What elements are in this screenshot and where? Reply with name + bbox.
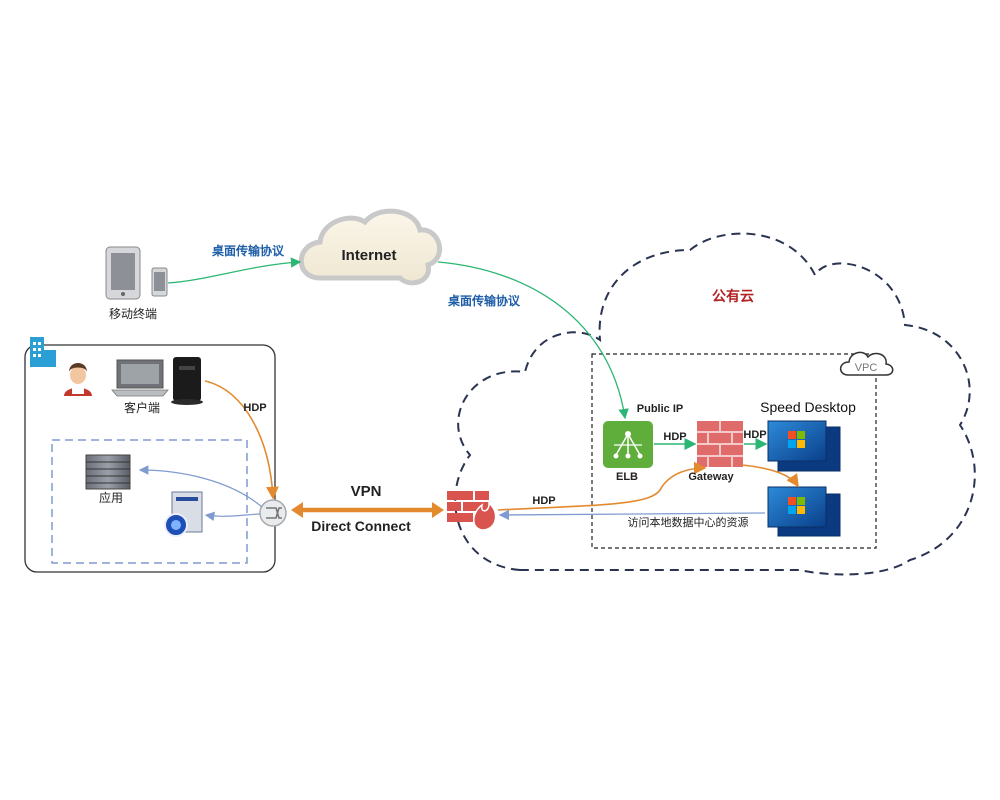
link-internet-elb <box>437 261 629 420</box>
vpc-boundary <box>591 353 877 549</box>
link-switch-appserver <box>204 511 261 522</box>
hdp-gateway-label: HDP <box>743 429 766 441</box>
desktop-monitor-bottom-icon <box>767 486 841 537</box>
phone-icon <box>151 267 168 297</box>
link-firewall-gateway <box>497 461 707 511</box>
application-label: 应用 <box>99 490 123 505</box>
app-server-icon <box>164 491 203 537</box>
elb-label: ELB <box>616 471 638 483</box>
building-icon <box>30 337 56 367</box>
elb-icon <box>603 421 653 468</box>
vpn-arrowhead-right <box>432 502 444 518</box>
hdp-firewall-label: HDP <box>532 495 555 507</box>
mobile-terminal-label: 移动终端 <box>109 306 157 321</box>
server-rack-icon <box>85 454 131 490</box>
link-gateway-desktop2 <box>741 464 799 488</box>
app-zone <box>51 439 248 564</box>
datacenter-box <box>24 344 276 573</box>
tablet-icon <box>105 246 141 300</box>
thin-client-icon <box>171 357 203 405</box>
user-avatar-icon <box>62 362 94 396</box>
vpc-label: VPC <box>855 362 878 374</box>
vpc-cloud-icon <box>839 351 894 376</box>
link-desktop-firewall <box>498 509 766 521</box>
hdp-elb-label: HDP <box>663 431 686 443</box>
laptop-icon <box>111 359 169 397</box>
switch-icon <box>259 499 287 527</box>
access-local-dc-label: 访问本地数据中心的资源 <box>628 515 749 529</box>
firewall-icon <box>447 491 497 531</box>
public-ip-label: Public IP <box>637 403 683 415</box>
internet-cloud <box>298 208 442 286</box>
public-cloud-outline <box>454 232 976 576</box>
vpn-label: VPN <box>351 483 382 500</box>
vpn-arrowhead-left <box>291 502 303 518</box>
link-switch-server <box>138 465 263 508</box>
desktop-monitor-top-icon <box>767 420 841 472</box>
speed-desktop-label: Speed Desktop <box>760 399 856 415</box>
gateway-label: Gateway <box>688 471 734 483</box>
public-cloud-label: 公有云 <box>712 288 754 304</box>
direct-connect-label: Direct Connect <box>311 518 411 534</box>
desktop-protocol-left-label: 桌面传输协议 <box>211 243 285 258</box>
link-mobile-internet <box>167 257 302 284</box>
desktop-protocol-right-label: 桌面传输协议 <box>447 293 521 308</box>
internet-label: Internet <box>341 247 396 264</box>
client-label: 客户端 <box>124 400 160 415</box>
hdp-client-label: HDP <box>243 402 266 414</box>
link-client-switch <box>204 380 279 500</box>
gateway-icon <box>697 421 743 467</box>
